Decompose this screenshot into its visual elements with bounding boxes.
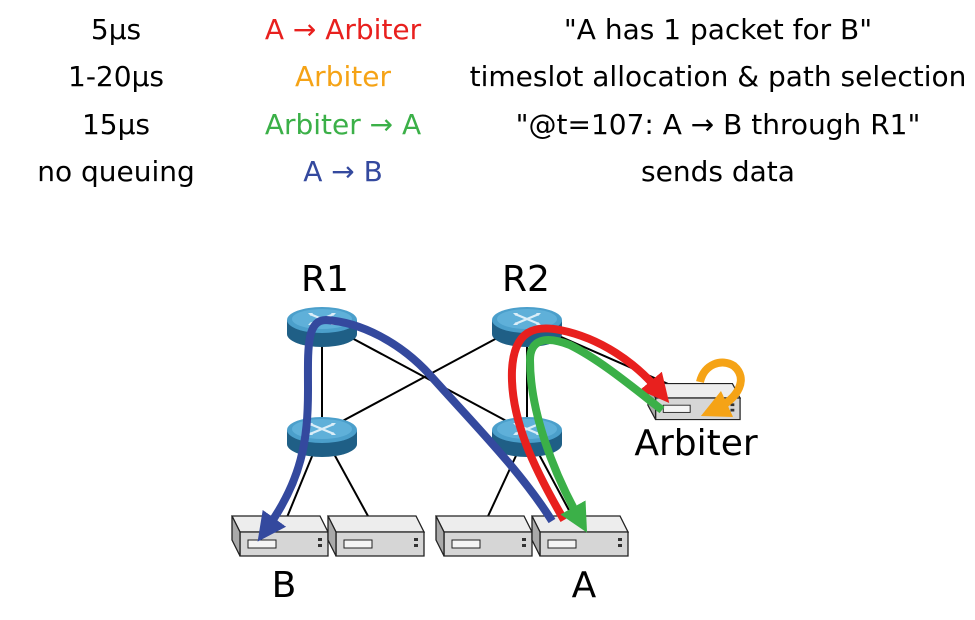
- row-time: no queuing: [37, 155, 195, 188]
- arbiter-label: Arbiter: [634, 423, 758, 464]
- timeline-row: 1-20µs Arbiter timeslot allocation & pat…: [0, 55, 975, 99]
- request-arrow-a-to-arbiter: [507, 324, 670, 523]
- row-time: 15µs: [81, 108, 151, 141]
- router-label-r1: R1: [301, 259, 349, 300]
- row-time: 5µs: [90, 13, 142, 46]
- row-description: "A has 1 packet for B": [563, 13, 873, 46]
- data-arrow-a-to-b: [257, 315, 556, 542]
- row-description: sends data: [641, 155, 795, 188]
- row-actor: A → Arbiter: [264, 13, 422, 46]
- host-label-a: A: [572, 565, 597, 606]
- timeline-row: 15µs Arbiter → A "@t=107: A → B through …: [0, 103, 975, 147]
- server-icon: [231, 515, 329, 557]
- router-label-r2: R2: [502, 259, 550, 300]
- link-r2-s1: [321, 321, 528, 433]
- router-icon: [285, 415, 359, 459]
- server-icon: [531, 515, 629, 557]
- host-label-b: B: [272, 565, 297, 606]
- row-actor: A → B: [303, 155, 383, 188]
- row-description: timeslot allocation & path selection: [469, 60, 967, 93]
- response-arrow-arbiter-to-a: [525, 336, 665, 533]
- row-actor: Arbiter: [295, 60, 391, 93]
- row-description: "@t=107: A → B through R1": [515, 108, 921, 141]
- arbiter-compute-loop-arrow: [696, 358, 745, 418]
- server-icon: [435, 515, 533, 557]
- timeline-row: 5µs A → Arbiter "A has 1 packet for B": [0, 8, 975, 52]
- row-actor: Arbiter → A: [264, 108, 422, 141]
- timeline-row: no queuing A → B sends data: [0, 150, 975, 194]
- server-icon: [327, 515, 425, 557]
- row-time: 1-20µs: [68, 60, 164, 93]
